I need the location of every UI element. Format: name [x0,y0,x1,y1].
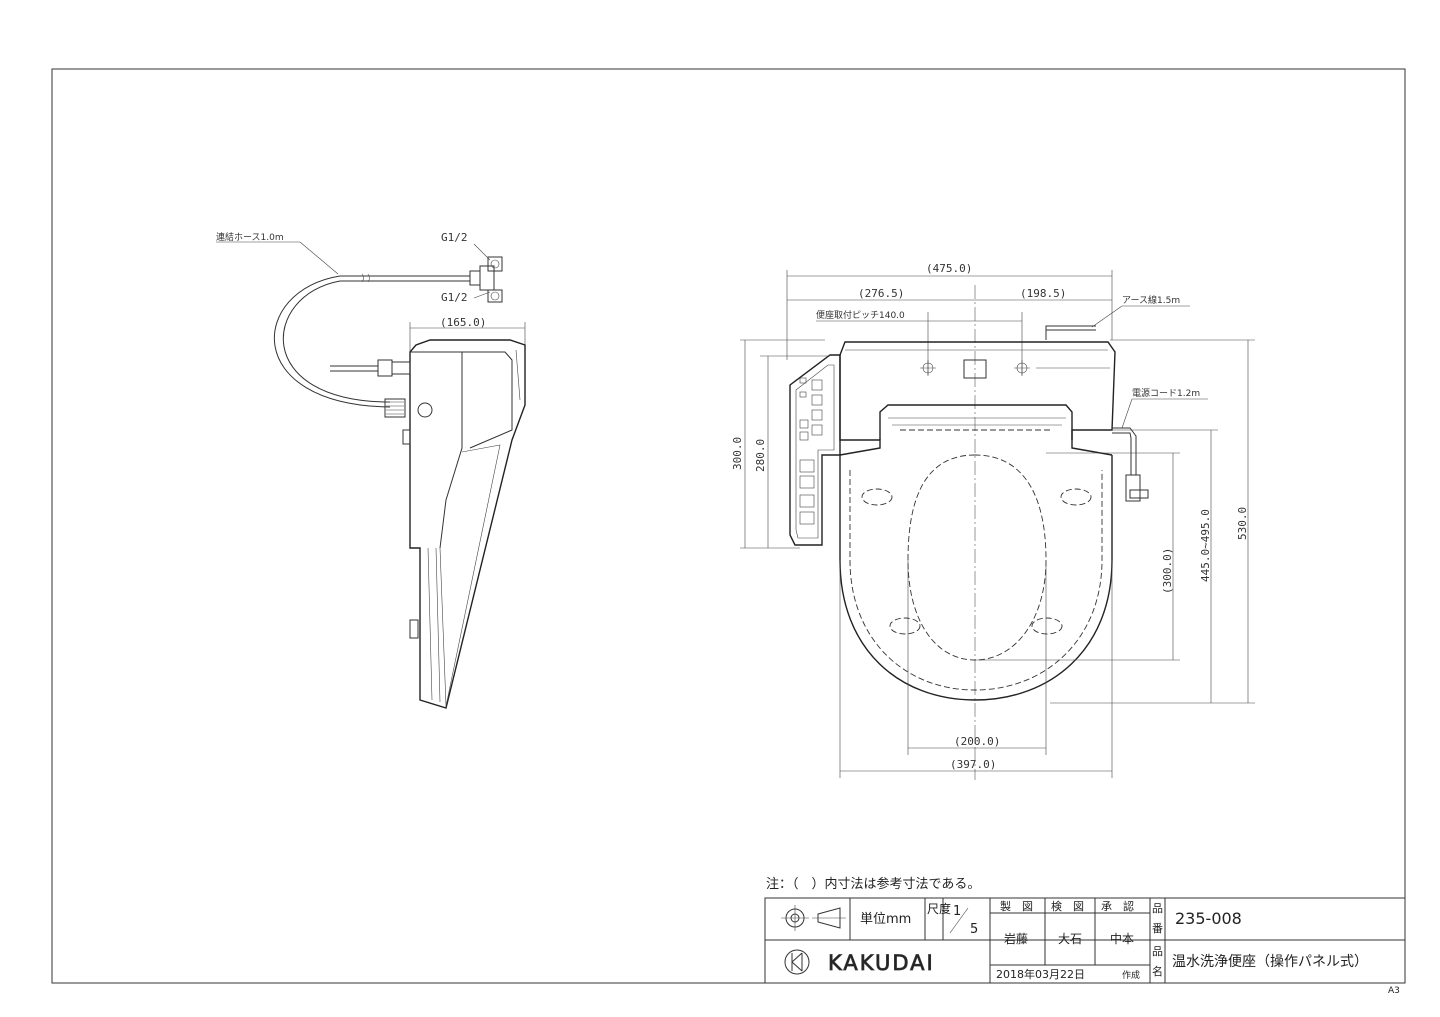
approved-label: 承 認 [1101,899,1134,913]
base-body [839,341,1116,456]
opening-width-dim: (200.0) [954,735,1000,748]
approved-by: 中本 [1110,931,1134,946]
total-length-dim: 530.0 [1236,507,1249,540]
fitting-bottom-label: G1/2 [441,291,468,304]
created-label: 作成 [1122,969,1140,981]
drawing-frame [51,68,1406,984]
checked-by: 大石 [1058,932,1082,946]
scale-denominator: 5 [970,922,978,937]
power-cord-label: 電源コード1.2m [1132,388,1200,399]
drawn-by: 岩藤 [1004,931,1028,946]
seat-range-dim: 445.0~495.0 [1199,509,1212,582]
control-panel [789,354,841,546]
seat-body-side [409,339,526,709]
scale-numerator: 1 [953,904,961,919]
part-no-label-2: 番 [1152,922,1163,935]
panel-height-dim-2: 280.0 [754,439,767,472]
earth-wire-label: アース線1.5m [1122,294,1180,306]
part-no-label-1: 品 [1152,902,1163,915]
seat-opening [907,454,1047,661]
brand-name: KAKUDAI [828,951,935,975]
panel-buttons [799,377,823,525]
unit-label: 単位mm [860,911,911,927]
name-label-1: 品 [1152,945,1163,958]
front-view: (475.0) (276.5) (198.5) 便座取付ピッチ140.0 アース… [731,262,1255,780]
fitting-top-label: G1/2 [441,231,468,244]
reference-note: 注：（ ）内寸法は参考寸法である。 [766,876,980,892]
left-offset-dim: (276.5) [858,287,904,300]
overall-width-dim: (475.0) [926,262,972,275]
created-date: 2018年03月22日 [996,967,1085,981]
earth-wire [1045,325,1096,340]
power-cord [1112,427,1137,475]
seat-outline [839,455,1113,701]
part-number: 235-008 [1175,909,1242,928]
kakudai-logo: KAKUDAI [784,949,935,975]
seat-width-dim: (397.0) [950,758,996,771]
side-view: 連結ホース1.0m G1/2 G1/2 (165.0) [216,231,526,709]
projection-symbol-icon [781,905,846,931]
hose-label: 連結ホース1.0m [216,231,284,243]
product-name: 温水洗浄便座（操作パネル式） [1172,954,1368,970]
right-offset-dim: (198.5) [1020,287,1066,300]
panel-height-dim-1: 300.0 [731,437,744,470]
drawn-label: 製 図 [1000,899,1033,913]
scale-label: 尺度 [927,901,951,916]
hose [340,275,470,282]
pitch-label: 便座取付ピッチ140.0 [816,309,905,321]
opening-length-dim: (300.0) [1161,548,1174,594]
name-label-2: 名 [1152,964,1163,978]
side-depth-dim: (165.0) [440,316,486,329]
sheet-size: A3 [1388,986,1400,996]
checked-label: 検 図 [1051,899,1084,913]
title-block: 単位mm 尺度 1 5 製 図 検 図 承 認 岩藤 大石 中本 品 番 235… [764,897,1406,984]
